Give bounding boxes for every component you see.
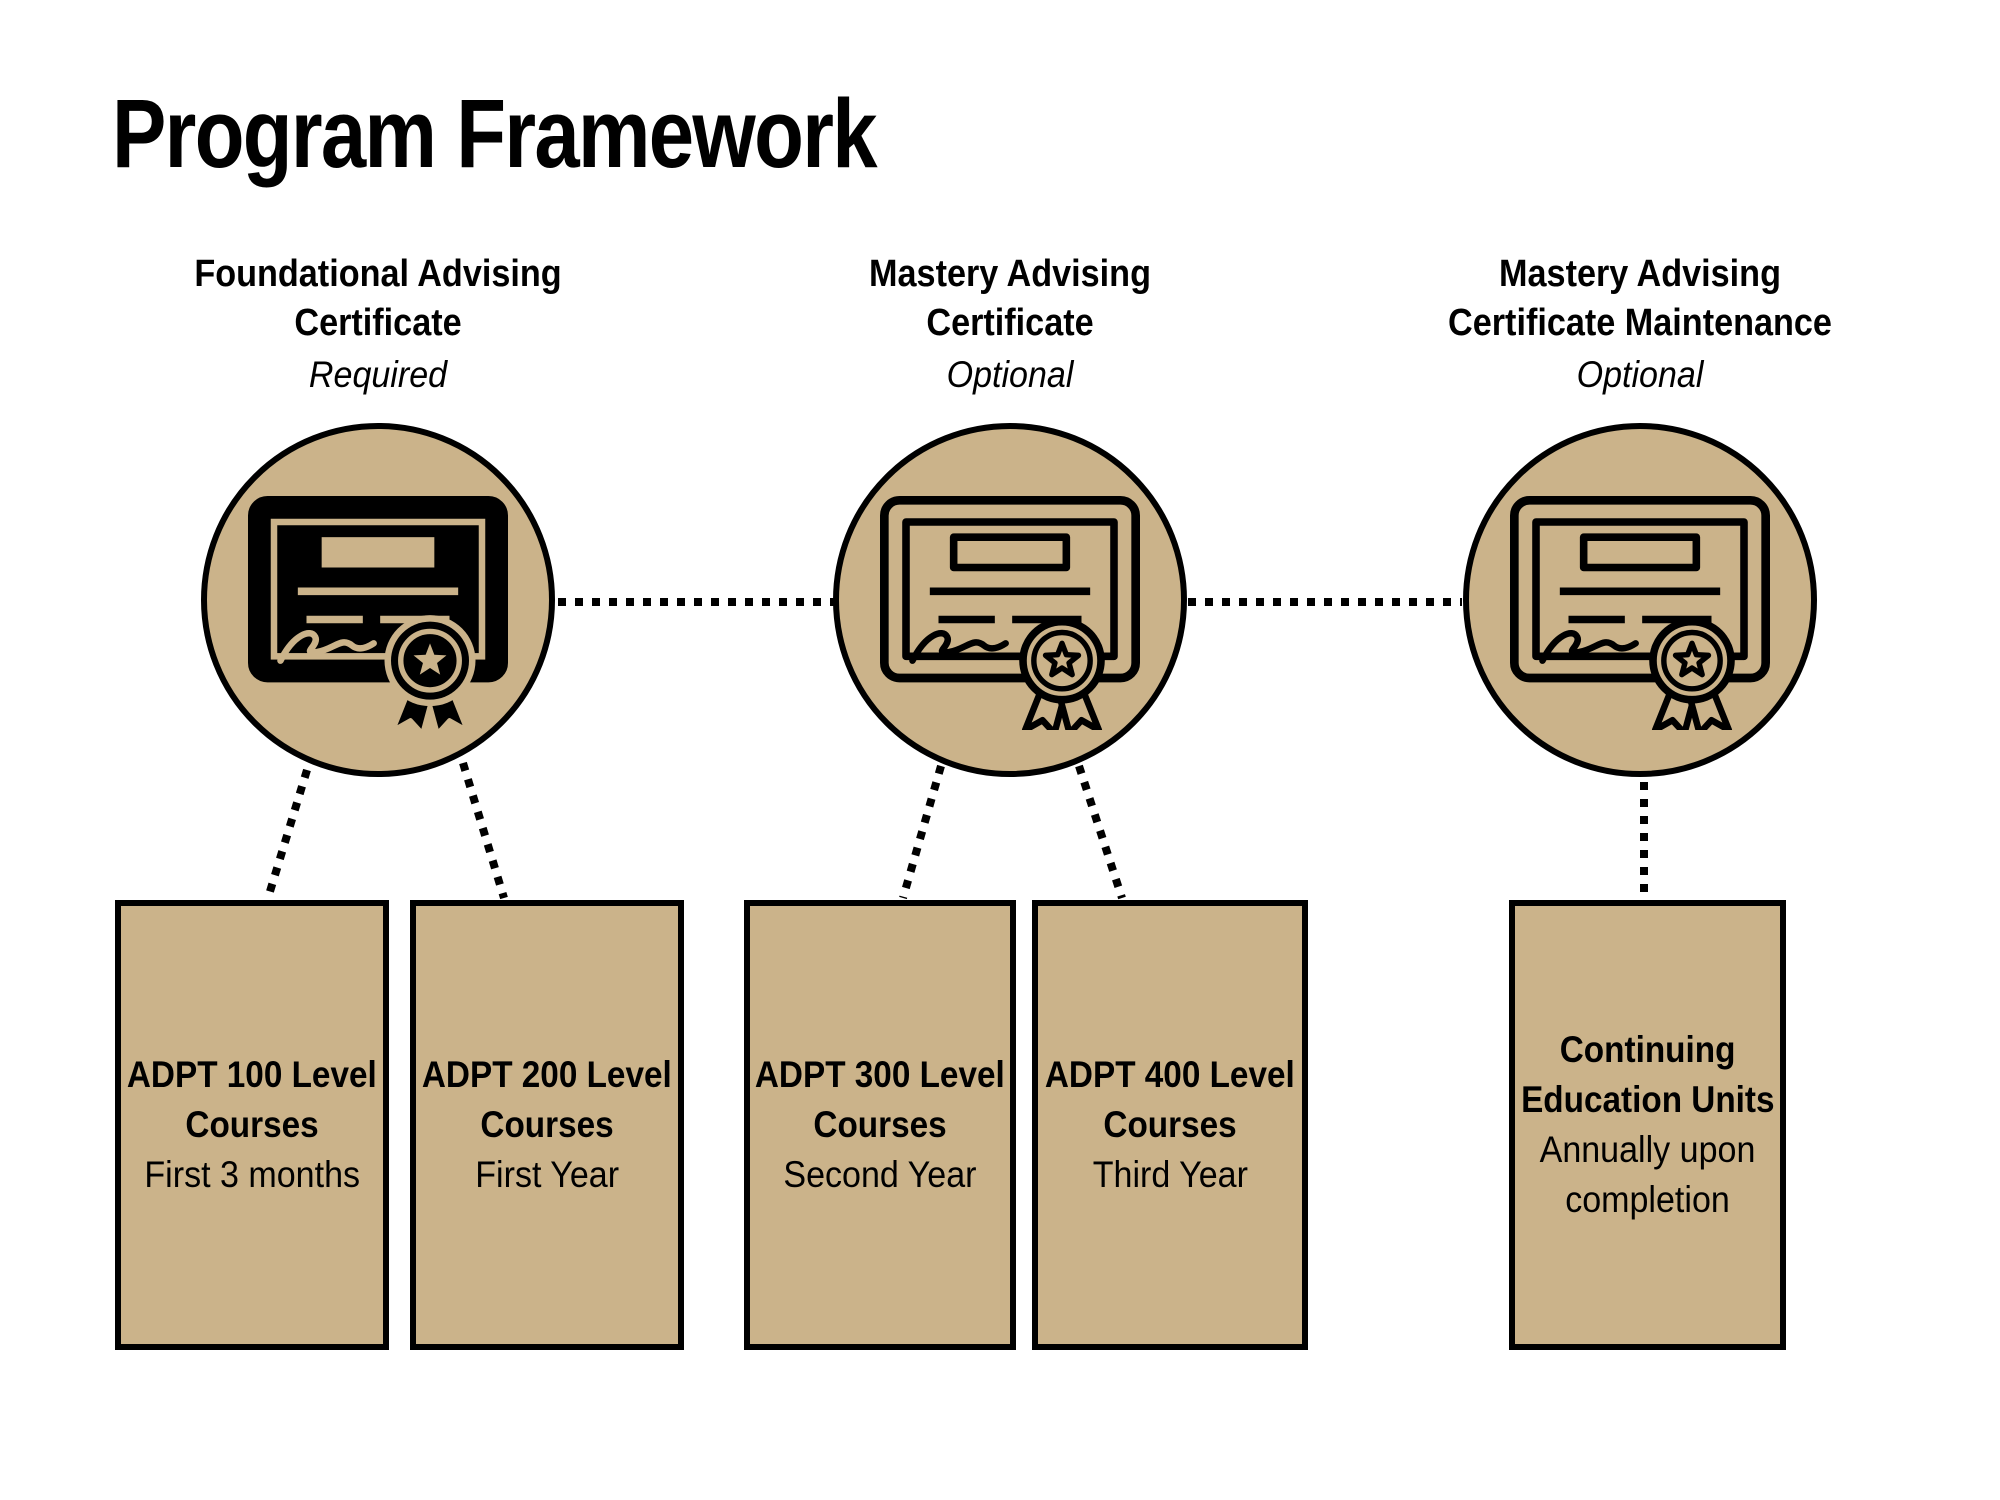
column-header-mastery-certificate: Mastery Advising Certificate Optional [750,250,1270,399]
course-box-title-line: ADPT 300 Level [755,1054,1005,1095]
column-header-certificate-maintenance: Mastery Advising Certificate Maintenance… [1380,250,1900,399]
column-modality: Optional [1576,354,1704,395]
course-box-subtitle: Annually upon completion [1539,1129,1756,1220]
certificate-icon-filled [248,496,508,730]
course-box-title-line: Continuing [1559,1029,1736,1070]
course-box-adpt-300: ADPT 300 Level Courses Second Year [744,900,1016,1350]
course-box-adpt-200: ADPT 200 Level Courses First Year [410,900,684,1350]
column-title-line: Certificate [926,302,1094,344]
column-title-line: Certificate Maintenance [1448,302,1832,344]
course-box-title-line: Education Units [1520,1079,1775,1120]
column-modality: Required [308,354,448,395]
column-modality: Optional [946,354,1074,395]
column-title-line: Certificate [294,302,462,344]
certificate-icon-outline [880,496,1140,730]
course-box-subtitle: First Year [475,1154,619,1195]
course-box-title-line: ADPT 400 Level [1045,1054,1295,1095]
course-box-subtitle: Second Year [783,1154,977,1195]
course-box-title-line: Courses [1103,1104,1237,1145]
course-box-subtitle: First 3 months [144,1154,360,1195]
column-title-line: Mastery Advising [1499,253,1781,295]
course-box-title-line: Courses [813,1104,947,1145]
certificate-circle-mastery [833,423,1187,777]
column-title-line: Mastery Advising [869,253,1151,295]
connector-circle2-box4 [1075,764,1126,900]
column-title-line: Foundational Advising [194,253,562,295]
course-box-continuing-education: Continuing Education Units Annually upon… [1509,900,1786,1350]
course-box-title-line: ADPT 200 Level [422,1054,672,1095]
course-box-subtitle: Third Year [1092,1154,1248,1195]
certificate-circle-foundational [201,423,555,777]
connector-circle1-box2 [459,761,508,900]
column-header-foundational-certificate: Foundational Advising Certificate Requir… [118,250,638,399]
connector-circle2-box3 [899,764,945,900]
course-box-adpt-100: ADPT 100 Level Courses First 3 months [115,900,389,1350]
certificate-icon-outline [1510,496,1770,730]
course-box-title-line: ADPT 100 Level [127,1054,377,1095]
connector-circle1-box1 [264,768,311,900]
certificate-circle-maintenance [1463,423,1817,777]
page-title: Program Framework [112,79,878,188]
course-box-title-line: Courses [480,1104,614,1145]
course-box-title-line: Courses [185,1104,319,1145]
course-box-adpt-400: ADPT 400 Level Courses Third Year [1032,900,1308,1350]
